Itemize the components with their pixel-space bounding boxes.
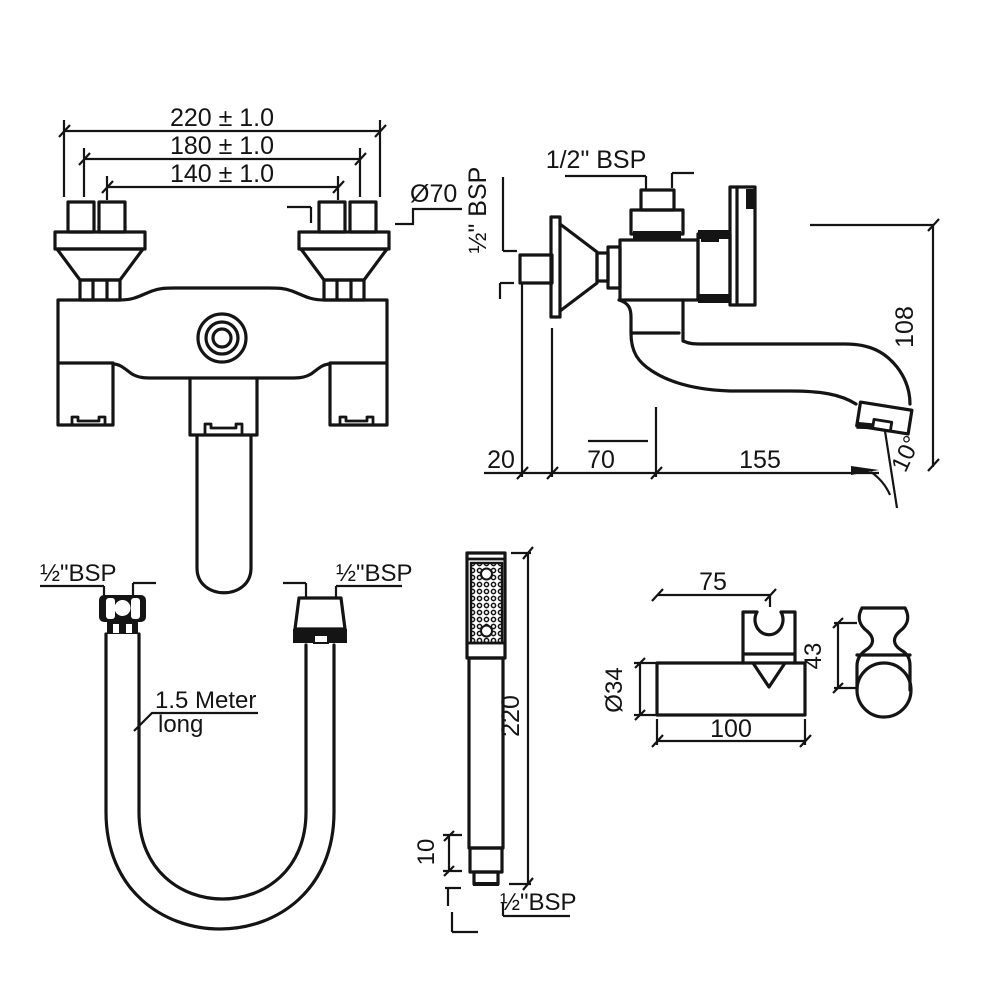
front-view: 220 ± 1.0 180 ± 1.0 140 ± 1.0 Ø70 xyxy=(53,104,462,595)
dim-43-label: 43 xyxy=(800,643,827,670)
hose-right-thread-label: ½"BSP xyxy=(336,560,413,587)
hose-note-leader xyxy=(133,711,258,732)
shower-thread-label: ½"BSP xyxy=(500,889,577,916)
dim-angle-label: 10° xyxy=(886,432,926,476)
dim-43-lines xyxy=(832,617,857,694)
dim-220-label: 220 ± 1.0 xyxy=(170,104,274,132)
leg-tabs xyxy=(70,415,375,427)
lever-handle xyxy=(195,435,253,595)
spout xyxy=(617,298,914,436)
handle-step xyxy=(468,846,504,874)
dim-100-label: 100 xyxy=(710,715,752,743)
left-handle xyxy=(53,200,147,302)
escutcheon-tab xyxy=(203,422,244,437)
dim-140-label: 140 ± 1.0 xyxy=(170,160,274,188)
hose-left-leader xyxy=(40,581,156,599)
dim-108-label: 108 xyxy=(891,306,919,348)
hose-right-leader xyxy=(283,581,402,599)
dim-75-lines xyxy=(651,588,777,607)
bracket-front-view: 75 Ø34 100 xyxy=(601,568,812,748)
dim-20-label: 20 xyxy=(487,446,515,474)
bracket-side-outline xyxy=(855,606,912,692)
spray-center-hole-bottom xyxy=(480,624,493,638)
hose-length-note-line2: long xyxy=(158,711,203,738)
hose-length-note-line1: 1.5 Meter xyxy=(155,687,256,714)
bottom-dim-lines xyxy=(484,284,879,480)
dim-75-label: 75 xyxy=(699,568,727,596)
dim-220-shower-lines xyxy=(509,546,534,891)
side-view: 1/2" BSP ½" BSP xyxy=(464,146,940,509)
flange-diameter-leader xyxy=(287,205,462,226)
bracket-side-circle xyxy=(855,661,913,719)
dim-34-lines xyxy=(634,657,656,721)
hose-cone-fitting xyxy=(293,596,347,644)
dim-34-label: Ø34 xyxy=(601,667,628,712)
inlet-thread-label: ½" BSP xyxy=(464,167,492,254)
dim-180-label: 180 ± 1.0 xyxy=(170,132,274,160)
valve-body xyxy=(618,188,719,302)
spray-center-hole-top xyxy=(480,567,493,581)
hose-tube xyxy=(104,632,336,931)
outlet-thread-leader xyxy=(565,171,694,190)
inlet-thread-leader xyxy=(498,177,517,299)
escutcheon-block xyxy=(188,376,259,437)
hand-shower-figure: 220 10 ½"BSP xyxy=(413,546,577,934)
wall-flange xyxy=(696,185,757,307)
hose-figure: ½"BSP ½"BSP 1.5 Meter long xyxy=(40,560,413,931)
dimension-ticks xyxy=(58,124,387,194)
flange-diameter-label: Ø70 xyxy=(410,180,457,208)
hose-left-thread-label: ½"BSP xyxy=(40,560,117,587)
dim-155-label: 155 xyxy=(739,446,781,474)
inlet-and-handle xyxy=(518,215,622,319)
dim-108-lines xyxy=(810,218,940,472)
bracket-side-view: 43 xyxy=(800,606,913,719)
right-handle xyxy=(297,200,391,302)
bracket-cradle xyxy=(741,610,797,689)
dim-220-shower-label: 220 xyxy=(497,695,525,737)
hose-nut-fitting xyxy=(99,595,146,634)
diverter-knob xyxy=(196,312,248,364)
handle-end xyxy=(473,882,499,886)
bracket-body xyxy=(655,661,807,717)
dim-100-lines xyxy=(651,719,812,748)
dim-10-lines xyxy=(443,830,478,934)
dim-10-label: 10 xyxy=(413,839,440,866)
outlet-thread-label: 1/2" BSP xyxy=(546,146,647,174)
dim-70-label: 70 xyxy=(587,446,615,474)
spout-tip xyxy=(855,400,914,436)
shower-thread-leader xyxy=(501,902,570,918)
shower-handle xyxy=(467,656,505,850)
mixer-body-outline xyxy=(56,286,389,427)
